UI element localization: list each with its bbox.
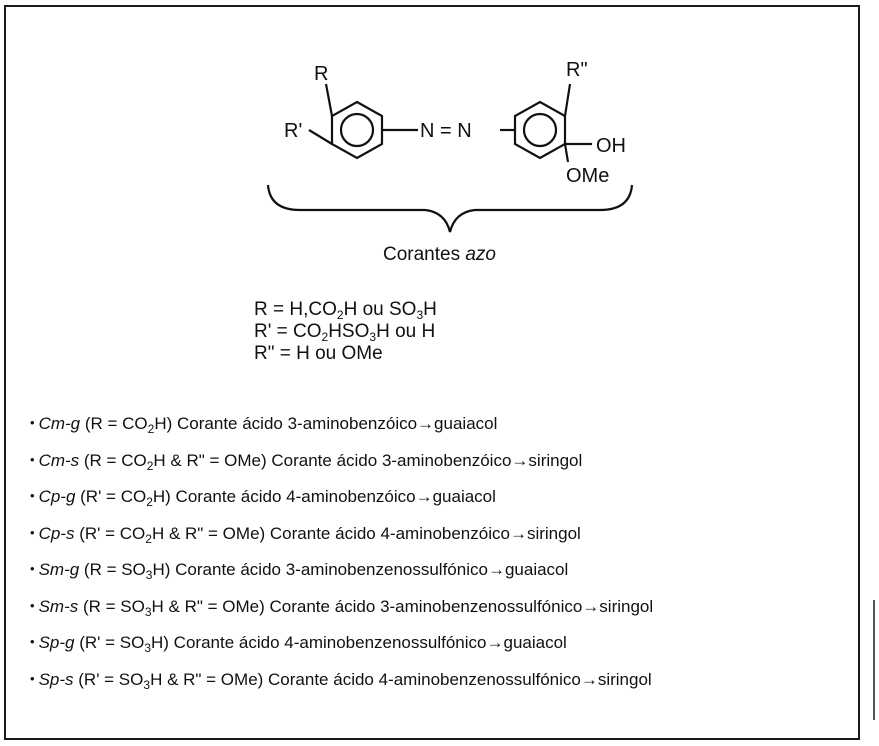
structure-bonds [266, 83, 634, 233]
substituent-definitions: R = H,CO2H ou SO3H R' = CO2HSO3H ou H R"… [254, 299, 437, 365]
right-ring-circle [522, 112, 558, 148]
list-item: •Cp-g (R' = CO2H) Corante ácido 4-aminob… [30, 487, 496, 509]
bond-ome [563, 143, 570, 163]
bullet-icon: • [30, 634, 35, 649]
scan-edge-mark [873, 600, 875, 720]
bullet-icon: • [30, 415, 35, 430]
label-r-double-prime: R" [566, 59, 588, 81]
right-benzene-ring [513, 100, 567, 160]
azo-dye-structure: R R' N = N R" OH OMe [266, 59, 634, 233]
definition-r: R = H,CO2H ou SO3H [254, 299, 437, 322]
list-item: •Cp-s (R' = CO2H & R" = OMe) Corante áci… [30, 523, 581, 546]
dye-code: Sm-g [38, 560, 80, 579]
label-r: R [314, 63, 328, 85]
label-azo-group: N = N [420, 120, 472, 142]
bond-r-prime [308, 129, 333, 145]
label-oh: OH [596, 135, 626, 157]
caption-emphasis: azo [465, 244, 496, 265]
dye-code: Cm-g [38, 414, 81, 433]
dye-code: Cp-g [38, 487, 76, 506]
label-ome: OMe [566, 165, 609, 187]
list-item: •Sp-g (R' = SO3H) Corante ácido 4-aminob… [30, 633, 567, 655]
left-benzene-ring [330, 100, 384, 160]
diagram-frame [4, 5, 860, 740]
structure-caption: Corantes azo [0, 244, 879, 266]
caption-text: Corantes [382, 244, 466, 265]
definition-r-double-prime: R" = H ou OMe [254, 343, 383, 364]
bond-r [324, 83, 334, 117]
bullet-icon: • [30, 597, 35, 613]
dye-code: Sp-g [38, 633, 75, 652]
list-item: •Cm-s (R = CO2H & R" = OMe) Corante ácid… [30, 450, 583, 473]
bond-r-double-prime [563, 83, 572, 117]
label-r-prime: R' [284, 120, 302, 142]
dye-code: Cm-s [38, 450, 80, 470]
list-item: •Sm-s (R = SO3H & R" = OMe) Corante ácid… [30, 596, 654, 619]
dye-code: Sm-s [38, 596, 79, 616]
left-ring-circle [339, 112, 375, 148]
list-item: •Sp-s (R' = SO3H & R" = OMe) Corante áci… [30, 669, 652, 692]
definition-r-prime: R' = CO2HSO3H ou H [254, 321, 436, 344]
dye-code: Cp-s [38, 523, 75, 543]
bullet-icon: • [30, 524, 35, 540]
group-brace [266, 184, 634, 233]
bullet-icon: • [30, 451, 35, 467]
list-item: •Sm-g (R = SO3H) Corante ácido 3-aminobe… [30, 560, 569, 582]
list-item: •Cm-g (R = CO2H) Corante ácido 3-aminobe… [30, 414, 498, 436]
bullet-icon: • [30, 488, 35, 503]
bullet-icon: • [30, 670, 35, 686]
dye-code: Sp-s [38, 669, 74, 689]
bullet-icon: • [30, 561, 35, 576]
dye-list: •Cm-g (R = CO2H) Corante ácido 3-aminobe… [30, 412, 653, 704]
